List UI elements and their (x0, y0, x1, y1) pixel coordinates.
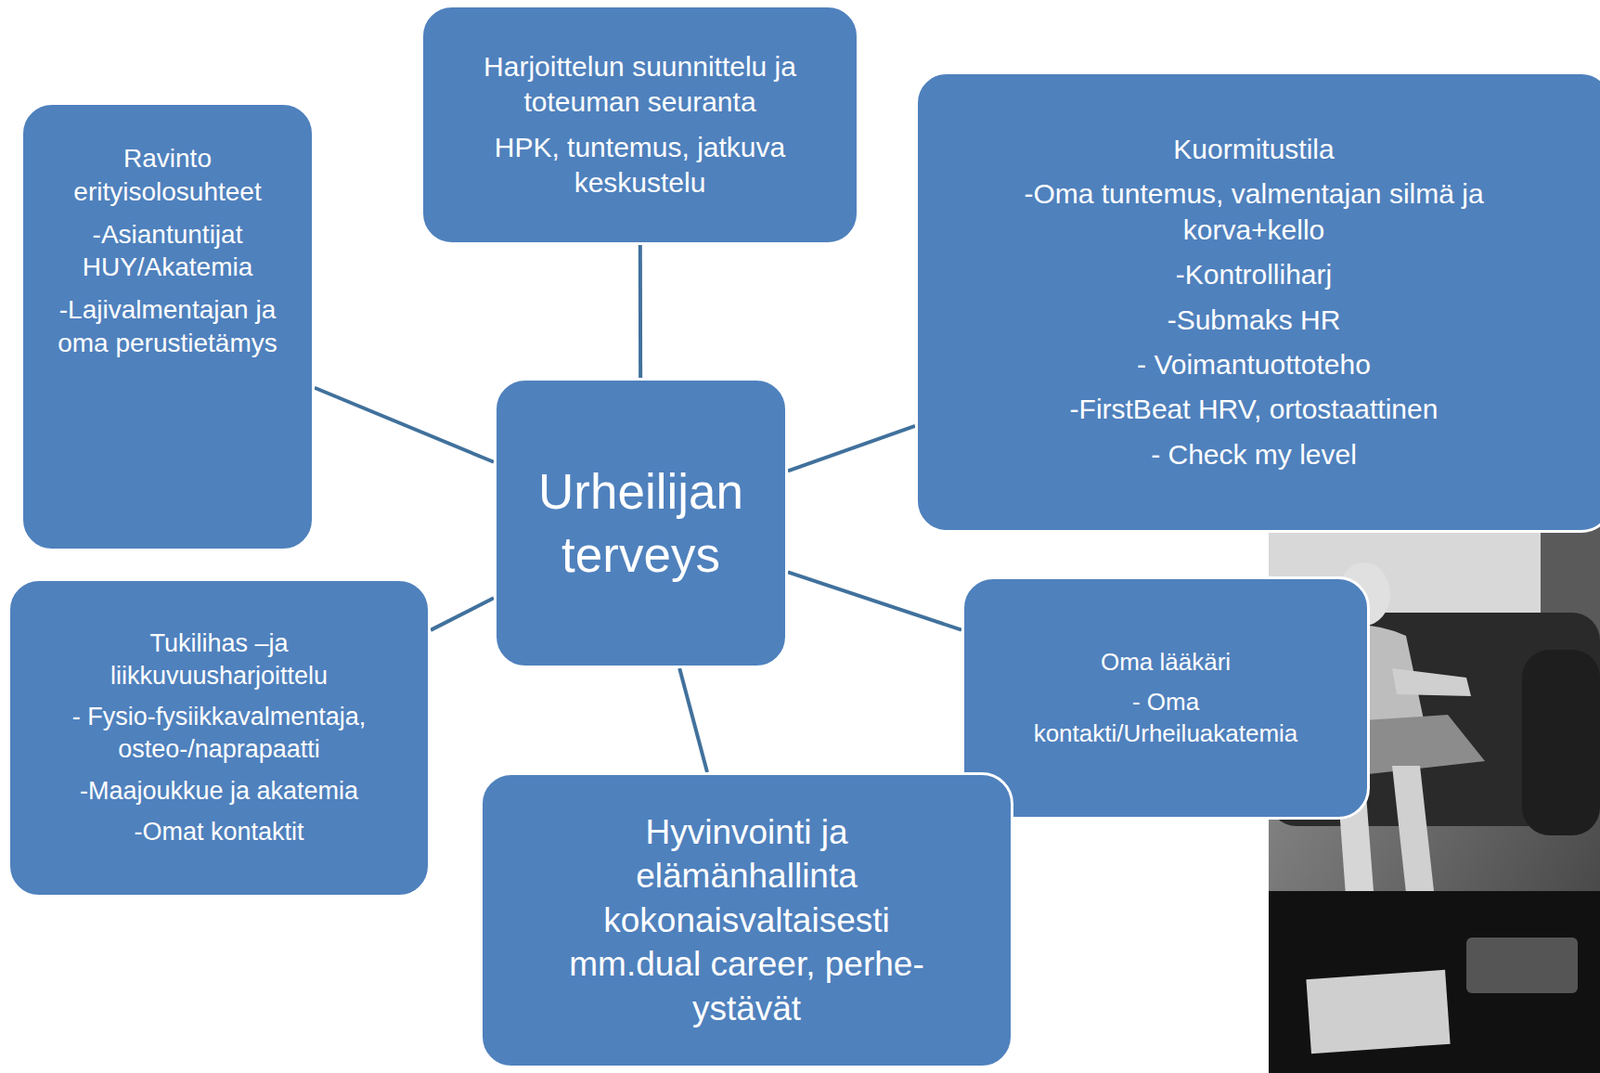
topic-box: Tukilihas –ja liikkuvuusharjoittelu - Fys… (7, 578, 431, 898)
topic-box: Ravinto erityisolosuhteet -Asiantuntijat … (20, 102, 315, 552)
box-text: -Kontrolliharj (954, 257, 1553, 293)
topic-box: Hyvinvointi ja elämänhallinta kokonaisva… (479, 772, 1014, 1069)
box-text: - Check my level (954, 437, 1553, 473)
box-text: - Voimantuottoteho (954, 347, 1553, 383)
box-text: -Asiantuntijat HUY/Akatemia (49, 218, 286, 285)
connector-line (430, 597, 494, 631)
box-text: -Omat kontaktit (38, 815, 400, 849)
box-text: -Submaks HR (954, 302, 1553, 338)
box-heading: Hyvinvointi ja elämänhallinta kokonaisva… (538, 810, 955, 1031)
box-text: - Oma kontakti/Urheiluakatemia (1001, 686, 1330, 749)
box-text: -Oma tuntemus, valmentajan silmä ja korv… (954, 176, 1553, 248)
box-text: -FirstBeat HRV, ortostaattinen (954, 391, 1553, 427)
topic-box: Oma lääkäri - Oma kontakti/Urheiluakatemi… (961, 576, 1370, 820)
box-text: - Fysio-fysiikkavalmentaja, osteo-/napra… (38, 700, 400, 765)
photo-leg (1392, 765, 1434, 893)
box-heading: Ravinto erityisolosuhteet (49, 141, 286, 209)
topic-box: Kuormitustila -Oma tuntemus, valmentajan … (915, 71, 1600, 533)
connector-line (679, 668, 708, 773)
box-heading: Kuormitustila (954, 131, 1553, 168)
photo-couch-arm (1522, 649, 1600, 836)
photo-arm (1392, 668, 1471, 697)
connector-line (314, 387, 494, 463)
box-heading: Tukilihas –ja liikkuvuusharjoittelu (38, 627, 400, 692)
connector-line (787, 425, 916, 472)
box-heading: Oma lääkäri (1001, 646, 1330, 678)
photo-magazine (1305, 969, 1450, 1054)
topic-box: Harjoittelun suunnittelu ja toteuman seu… (420, 4, 860, 246)
connector-line (787, 571, 962, 630)
box-text: -Lajivalmentajan ja oma perustietämys (49, 293, 286, 361)
box-text: -Maajoukkue ja akatemia (38, 774, 400, 808)
photo-device (1466, 937, 1578, 994)
box-text: HPK, tuntemus, jatkuva keskustelu (441, 129, 839, 202)
photo-table (1268, 890, 1600, 1073)
connector-line (638, 245, 643, 378)
box-heading: Harjoittelun suunnittelu ja toteuman seu… (441, 49, 839, 121)
box-heading: Urheilijan terveys (507, 460, 775, 587)
center-box: Urheilijan terveys (493, 377, 788, 669)
